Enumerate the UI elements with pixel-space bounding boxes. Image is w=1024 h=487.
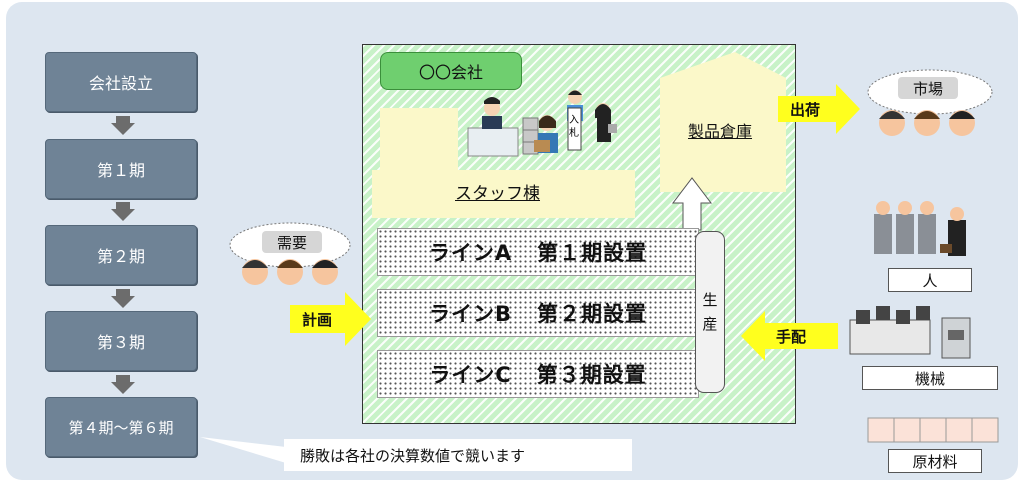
businesswoman-icon <box>595 103 617 142</box>
down-arrow-icon <box>111 296 135 308</box>
machines-icon <box>849 306 971 359</box>
plan-arrow <box>290 292 371 346</box>
phase-step: 第２期 <box>45 225 197 285</box>
production-line-a: ラインA 第１期設置 <box>377 228 699 276</box>
down-arrow-icon <box>111 382 135 394</box>
staff-with-box-icon <box>534 115 558 153</box>
line-name: ラインB <box>429 302 513 326</box>
company-name: 〇〇会社 <box>380 52 522 90</box>
bid-sign-char: 入 <box>569 115 579 126</box>
office-worker-icon <box>467 97 519 157</box>
workers-icon <box>874 201 966 256</box>
down-arrow-icon <box>116 202 130 209</box>
demand-label: 需要 <box>262 231 322 253</box>
production-line-c: ラインC 第３期設置 <box>377 350 699 398</box>
ship-label: 出荷 <box>790 101 821 119</box>
procure-arrow <box>741 311 838 361</box>
up-arrow-icon <box>671 177 713 231</box>
staff-building-label: スタッフ棟 <box>455 184 540 204</box>
bid-sign-char: 入札 <box>569 115 579 139</box>
materials-icon <box>867 417 999 443</box>
line-setup: 第３期設置 <box>536 363 647 387</box>
staff-building-upper <box>380 108 458 172</box>
machines-label: 機械 <box>862 366 998 390</box>
line-name: ラインA <box>428 241 513 265</box>
line-setup: 第１期設置 <box>537 241 648 265</box>
demand-children-icon <box>242 259 338 285</box>
production-line-b: ラインB 第２期設置 <box>377 289 699 337</box>
production-char: 産 <box>702 315 718 333</box>
down-arrow-icon <box>116 116 130 123</box>
phase-step: 第３期 <box>45 311 197 371</box>
phase-step: 第１期 <box>45 139 197 199</box>
market-children-icon <box>879 110 975 136</box>
procure-label: 手配 <box>776 328 807 346</box>
market-label: 市場 <box>898 77 958 99</box>
production-char: 生 <box>702 291 718 309</box>
bid-worker-icon: 入札 <box>567 90 583 151</box>
materials-label: 原材料 <box>888 449 982 473</box>
plan-label: 計画 <box>302 311 333 329</box>
down-arrow-icon <box>111 123 135 135</box>
warehouse-label: 製品倉庫 <box>688 122 753 141</box>
production-box: 生 産 <box>695 231 725 393</box>
staff-building <box>372 170 635 218</box>
note-callout: 勝敗は各社の決算数値で競います <box>284 439 632 471</box>
phase-step: 会社設立 <box>45 52 197 112</box>
down-arrow-icon <box>116 375 130 382</box>
line-setup: 第２期設置 <box>536 302 647 326</box>
line-name: ラインC <box>429 363 512 387</box>
ship-arrow <box>778 84 860 134</box>
down-arrow-icon <box>116 289 130 296</box>
down-arrow-icon <box>111 209 135 221</box>
warehouse-shape <box>660 52 786 192</box>
people-label: 人 <box>888 268 972 292</box>
bid-sign-char: 札 <box>569 126 579 139</box>
phase-step: 第４期～第６期 <box>45 397 197 457</box>
